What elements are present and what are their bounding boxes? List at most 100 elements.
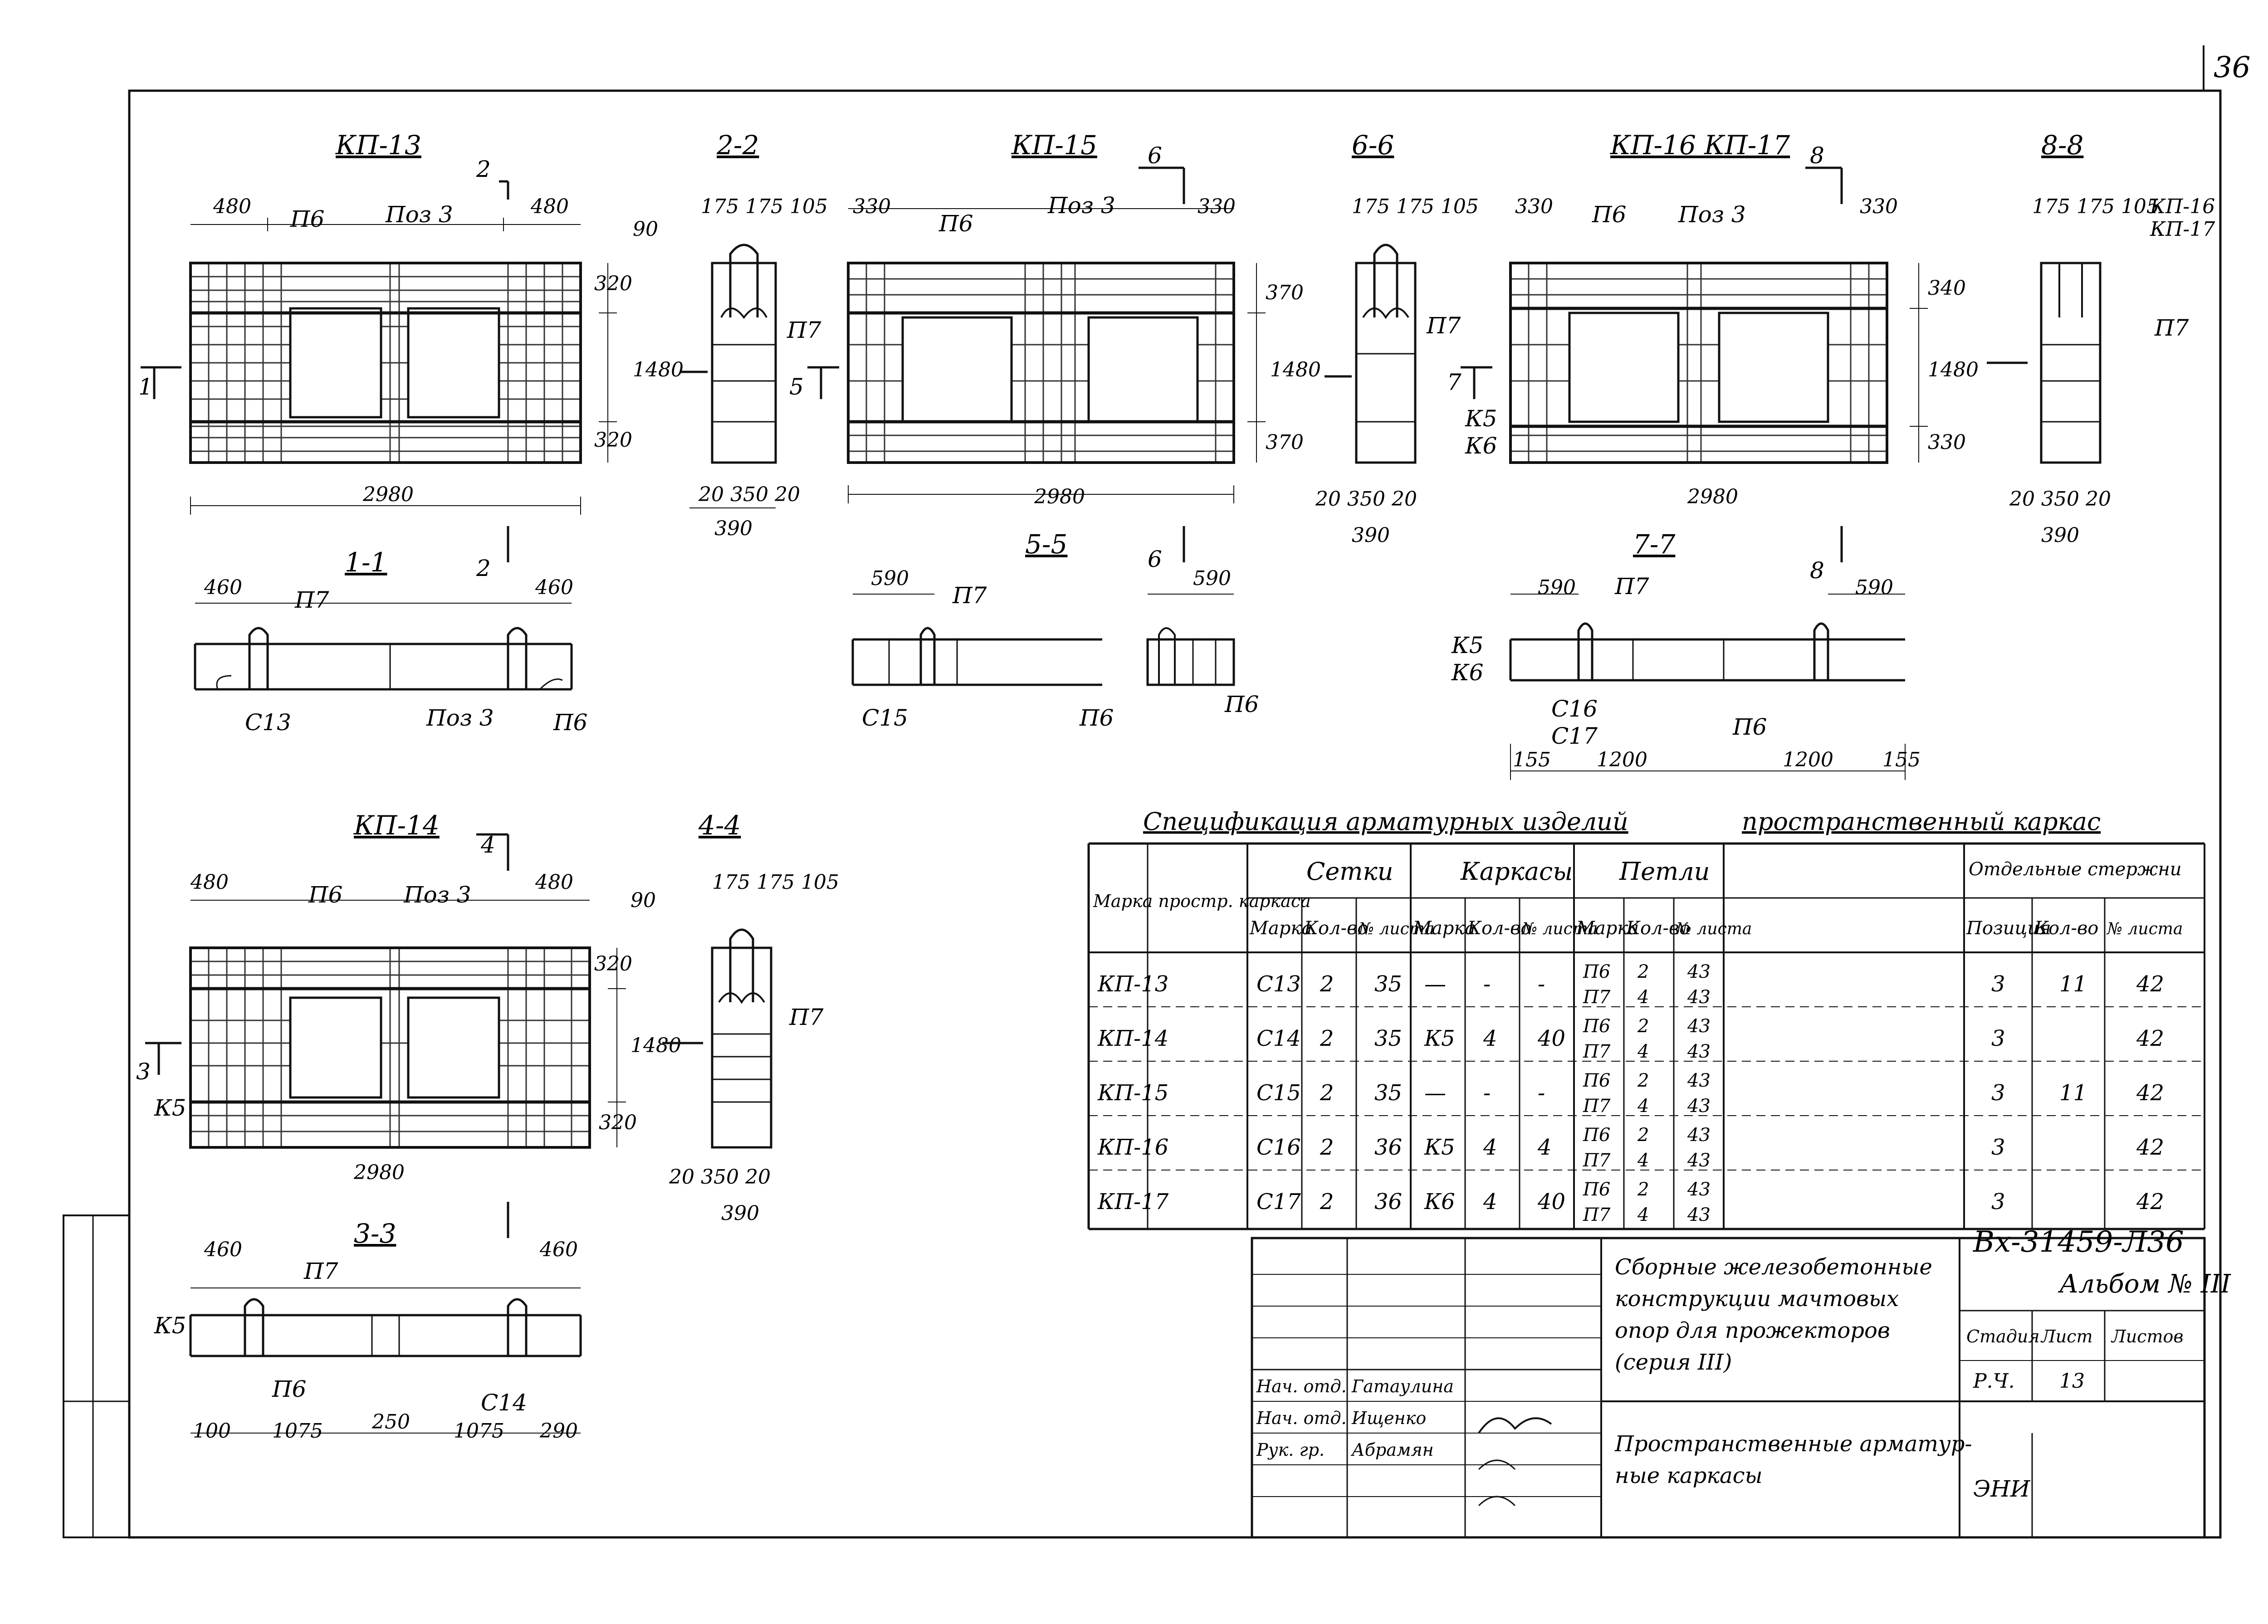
spec-sub-petli-list: № листа <box>1675 920 1752 938</box>
spec-cell-list: 42 <box>2136 1026 2164 1051</box>
spec-header-otd: Отдельные стержни <box>1969 859 2182 880</box>
spec-cell-p2l: 43 <box>1687 1041 1711 1062</box>
s11-dim-460-left: 460 <box>204 576 242 599</box>
s22-dim-top: 175 175 105 <box>701 195 828 218</box>
s77-label-c16: С16 <box>1551 696 1598 722</box>
spec-cell-poz: 3 <box>1991 1189 2005 1214</box>
s66-title: 6-6 <box>1352 130 1394 161</box>
kp15-dim-370-bottom: 370 <box>1266 431 1304 454</box>
kp15-cut-6-top: 6 <box>1148 142 1162 169</box>
kp13-dim-2980: 2980 <box>362 483 414 506</box>
spec-cell-p2l: 43 <box>1687 1205 1711 1225</box>
s44-label-p7: П7 <box>789 1004 824 1030</box>
spec-cell-s-mark: С15 <box>1256 1080 1301 1106</box>
spec-cell-p2: П7 <box>1583 1150 1611 1171</box>
spec-title-right: пространственный каркас <box>1742 807 2101 836</box>
kp13-dim-480-left: 480 <box>213 195 251 218</box>
stamp-role-2: Нач. отд. <box>1256 1408 1347 1428</box>
spec-cell-p2l: 43 <box>1687 987 1711 1008</box>
spec-cell-poz: 3 <box>1991 1026 2005 1051</box>
spec-cell-kol: 11 <box>2059 971 2087 997</box>
stamp-sheet-title-1: Пространственные арматур- <box>1614 1431 1972 1457</box>
kp15-cut-6-bottom: 6 <box>1148 546 1162 572</box>
s44-dim-total: 390 <box>721 1202 759 1225</box>
stamp-header-sheets: Листов <box>2111 1327 2184 1346</box>
s88-dim-bottom: 20 350 20 <box>2009 488 2111 511</box>
spec-cell-k-kol: 4 <box>1483 1026 1497 1051</box>
s33-title: 3-3 <box>354 1218 396 1249</box>
spec-cell-p1k: 2 <box>1637 1179 1649 1200</box>
stamp-role-1: Нач. отд. <box>1256 1376 1347 1396</box>
spec-cell-k-mark: — <box>1424 971 1446 997</box>
kp13-label-p6: П6 <box>290 206 324 232</box>
spec-cell-poz: 3 <box>1991 1135 2005 1160</box>
s33-dim-100: 100 <box>193 1419 231 1443</box>
spec-cell-p2: П7 <box>1583 987 1611 1008</box>
s22-dim-total: 390 <box>714 517 753 540</box>
spec-cell-s-kol: 2 <box>1320 971 1334 997</box>
spec-cell-p1: П6 <box>1583 1125 1610 1146</box>
kp15-cut-5: 5 <box>789 374 804 400</box>
spec-sub-petli-kol: Кол-во <box>1626 918 1690 939</box>
spec-subheaders: Марка Кол-во № листа Марка Кол-во № лист… <box>1249 918 2183 939</box>
kp13-cut-2-bottom: 2 <box>476 555 491 581</box>
kp16-label-p6: П6 <box>1592 201 1626 228</box>
spec-cell-p1k: 2 <box>1637 1125 1649 1146</box>
s33-dim-1075-left: 1075 <box>272 1419 323 1443</box>
kp14-dim-480-left: 480 <box>190 871 229 894</box>
spec-cell-k-kol: - <box>1483 1080 1491 1106</box>
spec-cell-p2k: 4 <box>1637 1150 1649 1171</box>
s55-dim-590-right: 590 <box>1193 567 1231 590</box>
spec-header-petli: Петли <box>1619 857 1710 886</box>
s33-dim-290: 290 <box>539 1419 578 1443</box>
s33-dim-1075-right: 1075 <box>454 1419 504 1443</box>
s33-label-c14: С14 <box>481 1390 527 1416</box>
s11-section <box>194 603 573 691</box>
s33-label-p7: П7 <box>303 1258 338 1284</box>
spec-sub-setki-marka: Марка <box>1249 918 1312 939</box>
spec-cell-s-mark: С14 <box>1256 1026 1301 1051</box>
s77-label-k6: К6 <box>1451 659 1484 686</box>
s44-dim-bottom: 20 350 20 <box>669 1166 771 1189</box>
spec-cell-k-list: - <box>1538 1080 1545 1106</box>
spec-cell-p1: П6 <box>1583 961 1610 982</box>
spec-cell-poz: 3 <box>1991 1080 2005 1106</box>
kp16-cut-8-top: 8 <box>1810 142 1824 169</box>
stamp-desc-2: конструкции мачтовых <box>1615 1286 1899 1312</box>
spec-cell-p1: П6 <box>1583 1179 1610 1200</box>
spec-cell-s-list: 35 <box>1374 1026 1402 1051</box>
s77-dim-1200-right: 1200 <box>1783 748 1833 771</box>
s88-dim-top: 175 175 105 <box>2032 195 2159 218</box>
stamp-album: Альбом № III <box>2058 1269 2232 1299</box>
s77-dim-1200-left: 1200 <box>1597 748 1647 771</box>
spec-sub-otd-list: № листа <box>2106 920 2183 938</box>
spec-header-karkasy: Каркасы <box>1460 857 1573 886</box>
spec-cell-p2k: 4 <box>1637 1041 1649 1062</box>
spec-cell-kol: 11 <box>2059 1080 2087 1106</box>
s66-section <box>1325 244 1417 464</box>
s44-title: 4-4 <box>698 810 741 841</box>
kp14-dim-90: 90 <box>631 889 656 912</box>
spec-header-marka: Марка простр. каркаса <box>1093 891 1311 911</box>
s55-label-p6-right: П6 <box>1224 691 1259 717</box>
spec-cell-p1k: 2 <box>1637 1016 1649 1037</box>
kp16-label-k5: К5 <box>1465 405 1497 432</box>
spec-sub-karkasy-list: № листа <box>1521 920 1598 938</box>
spec-cell-p2k: 4 <box>1637 987 1649 1008</box>
s22-section <box>680 244 777 508</box>
spec-cell-s-list: 36 <box>1374 1135 1402 1160</box>
kp14-label-poz3: Поз 3 <box>403 882 471 908</box>
kp16-dim-330-left: 330 <box>1515 195 1553 218</box>
s44-section <box>662 928 772 1149</box>
kp14-plan <box>145 833 626 1238</box>
spec-cell-k-list: 40 <box>1537 1026 1565 1051</box>
spec-sub-karkasy-marka: Марка <box>1413 918 1476 939</box>
s77-label-k5: К5 <box>1451 632 1484 658</box>
stamp-name-2: Ищенко <box>1351 1408 1426 1428</box>
stamp-desc-1: Сборные железобетонные <box>1615 1254 1932 1280</box>
spec-cell-mark: КП-15 <box>1097 1080 1168 1106</box>
s88-section <box>1987 262 2102 464</box>
spec-sub-setki-list: № листа <box>1358 920 1434 938</box>
s33-dim-460-right: 460 <box>539 1238 578 1261</box>
kp16-dim-340: 340 <box>1928 277 1966 300</box>
